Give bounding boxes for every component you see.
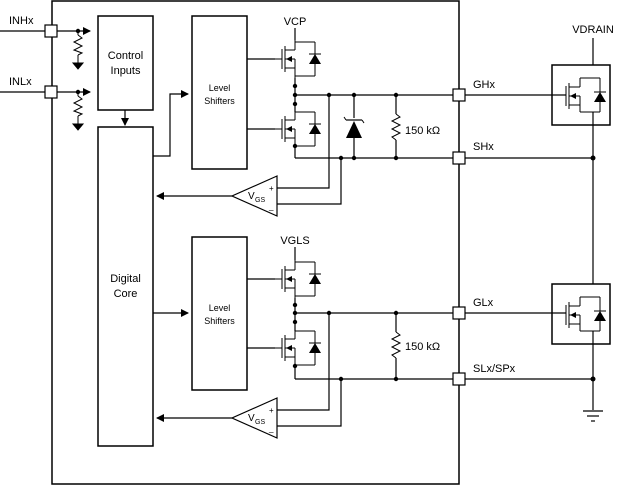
ls-vgs-comparator: V GS + _ xyxy=(230,397,278,439)
ls-level-shifters-label-2: Shifters xyxy=(204,316,235,326)
glx-pin xyxy=(452,306,466,320)
svg-text:+: + xyxy=(269,184,274,193)
svg-text:+: + xyxy=(269,406,274,415)
svg-text:GS: GS xyxy=(255,419,265,426)
control-inputs-label-1: Control xyxy=(108,50,143,62)
hs-vgs-minus-sense xyxy=(277,158,342,205)
svg-text:_: _ xyxy=(268,202,274,211)
ground-icon xyxy=(583,410,603,422)
svg-text:V: V xyxy=(248,413,255,424)
hs-gate-resistor xyxy=(390,95,402,158)
svg-text:GS: GS xyxy=(255,197,265,204)
external-low-side-mosfet xyxy=(551,283,611,345)
ls-level-shifters-block xyxy=(191,236,248,391)
glx-label: GLx xyxy=(473,297,494,309)
hs-vgs-plus-sense xyxy=(277,95,330,189)
shx-pin xyxy=(452,151,466,165)
shx-label: SHx xyxy=(473,141,494,153)
control-inputs-label-2: Inputs xyxy=(111,65,141,77)
vcp-label: VCP xyxy=(284,16,307,28)
inhx-label: INHx xyxy=(9,15,34,27)
hs-level-shifters-block xyxy=(191,15,248,170)
inhx-pin xyxy=(44,24,58,38)
ls-vgs-plus-sense xyxy=(277,313,330,411)
hs-vgs-comparator: V GS + _ xyxy=(230,175,278,217)
ls-gate-resistor xyxy=(390,313,402,379)
digital-core-label-1: Digital xyxy=(110,273,141,285)
vdrain-label: VDRAIN xyxy=(572,24,614,36)
hs-level-shifters-label-1: Level xyxy=(209,83,231,93)
control-inputs-block xyxy=(97,15,154,111)
vgls-label: VGLS xyxy=(280,235,309,247)
digital-core-label-2: Core xyxy=(114,288,138,300)
slx-label: SLx/SPx xyxy=(473,363,516,375)
hs-level-shifters-label-2: Shifters xyxy=(204,96,235,106)
ls-level-shifters-label-1: Level xyxy=(209,303,231,313)
slx-pin xyxy=(452,372,466,386)
digital-core-block xyxy=(97,126,154,447)
hs-resistor-label: 150 kΩ xyxy=(405,125,440,137)
ghx-pin xyxy=(452,88,466,102)
core-to-hs-level-shifter-arrow xyxy=(153,90,189,157)
svg-text:_: _ xyxy=(268,424,274,433)
ls-resistor-label: 150 kΩ xyxy=(405,341,440,353)
ls-vgs-minus-sense xyxy=(277,379,342,427)
inlx-pin xyxy=(44,85,58,99)
svg-text:V: V xyxy=(248,191,255,202)
ghx-label: GHx xyxy=(473,79,496,91)
hs-zener-clamp xyxy=(343,95,365,158)
inlx-label: INLx xyxy=(9,76,32,88)
